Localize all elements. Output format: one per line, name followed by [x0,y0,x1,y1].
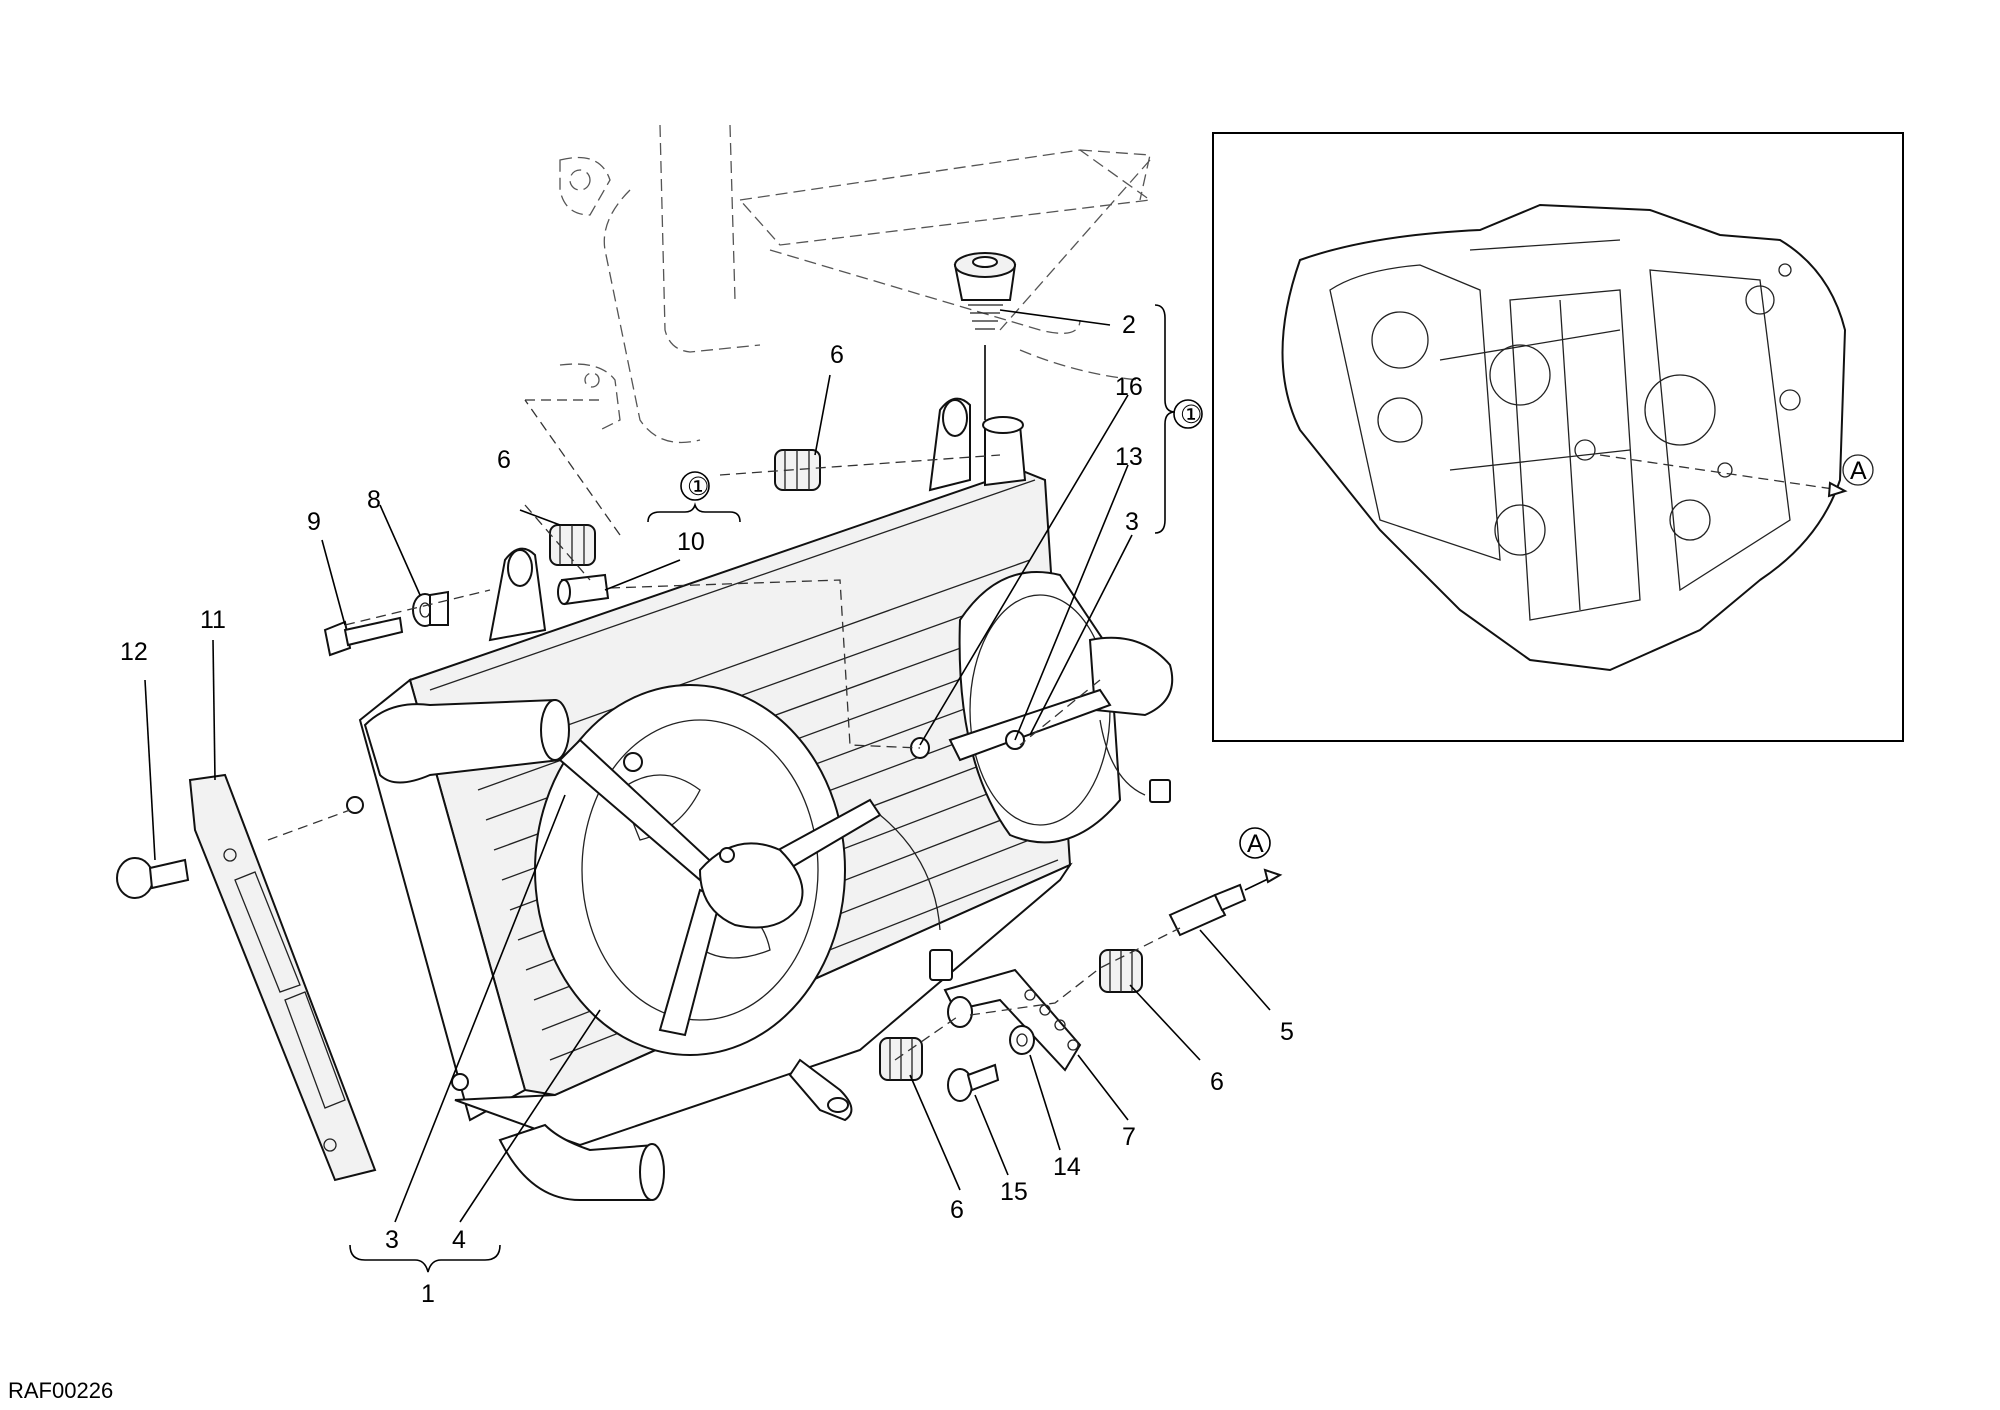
callout-7: 7 [1122,1123,1136,1151]
radiator-cap [953,252,1017,420]
callout-11: 11 [200,606,226,634]
circled-markers: ① ① A [680,399,1271,859]
callout-6-lower: 6 [950,1196,964,1224]
washer-8 [412,590,449,627]
washer-14 [1009,1025,1035,1055]
rubber-grommet-upper [774,449,821,491]
callout-6-upper: 6 [830,341,844,369]
figure-code: RAF00226 [8,1378,113,1403]
view-a-marker-inset: A [1850,457,1867,485]
heat-shield-11 [188,773,377,1182]
callout-14: 14 [1053,1153,1081,1181]
braces [349,304,1176,1273]
circled-one-marker-top: ① [687,473,709,501]
callout-3-lower: 3 [385,1226,399,1254]
callout-5: 5 [1280,1018,1294,1046]
callout-2: 2 [1122,311,1136,339]
bolt-9 [323,616,404,657]
callout-8: 8 [367,486,381,514]
circled-one-marker-right: ① [1180,401,1202,429]
callout-12: 12 [120,638,148,666]
callout-16: 16 [1115,373,1143,401]
rubber-grommet-lower [879,1037,923,1081]
leader-lines [144,309,1271,1223]
callout-13: 13 [1115,443,1143,471]
engine-detail-inset: A [1212,132,1904,742]
rubber-grommet-right [1099,949,1143,993]
callout-3-upper: 3 [1125,508,1139,536]
assembly-lines [267,399,1181,1061]
ring-spacer [947,996,973,1028]
spacer-10 [557,573,610,606]
cooling-fan-right [948,571,1174,844]
callout-6-right: 6 [1210,1068,1224,1096]
callout-6-left: 6 [497,446,511,474]
screw-15 [947,1063,1000,1102]
screw-12 [116,857,190,899]
cooling-fan-left [534,684,953,1056]
callout-numbers: 2 16 13 3 6 6 9 8 10 12 11 3 4 1 5 6 7 1… [120,311,1294,1308]
callout-15: 15 [1000,1178,1028,1206]
callout-4: 4 [452,1226,466,1254]
motorcycle-frame-outline [559,124,1152,444]
callout-10: 10 [677,528,705,556]
callout-9: 9 [307,508,321,536]
view-a-marker: A [1247,830,1264,858]
spacer-5 [1168,868,1283,937]
callout-1: 1 [421,1280,435,1308]
